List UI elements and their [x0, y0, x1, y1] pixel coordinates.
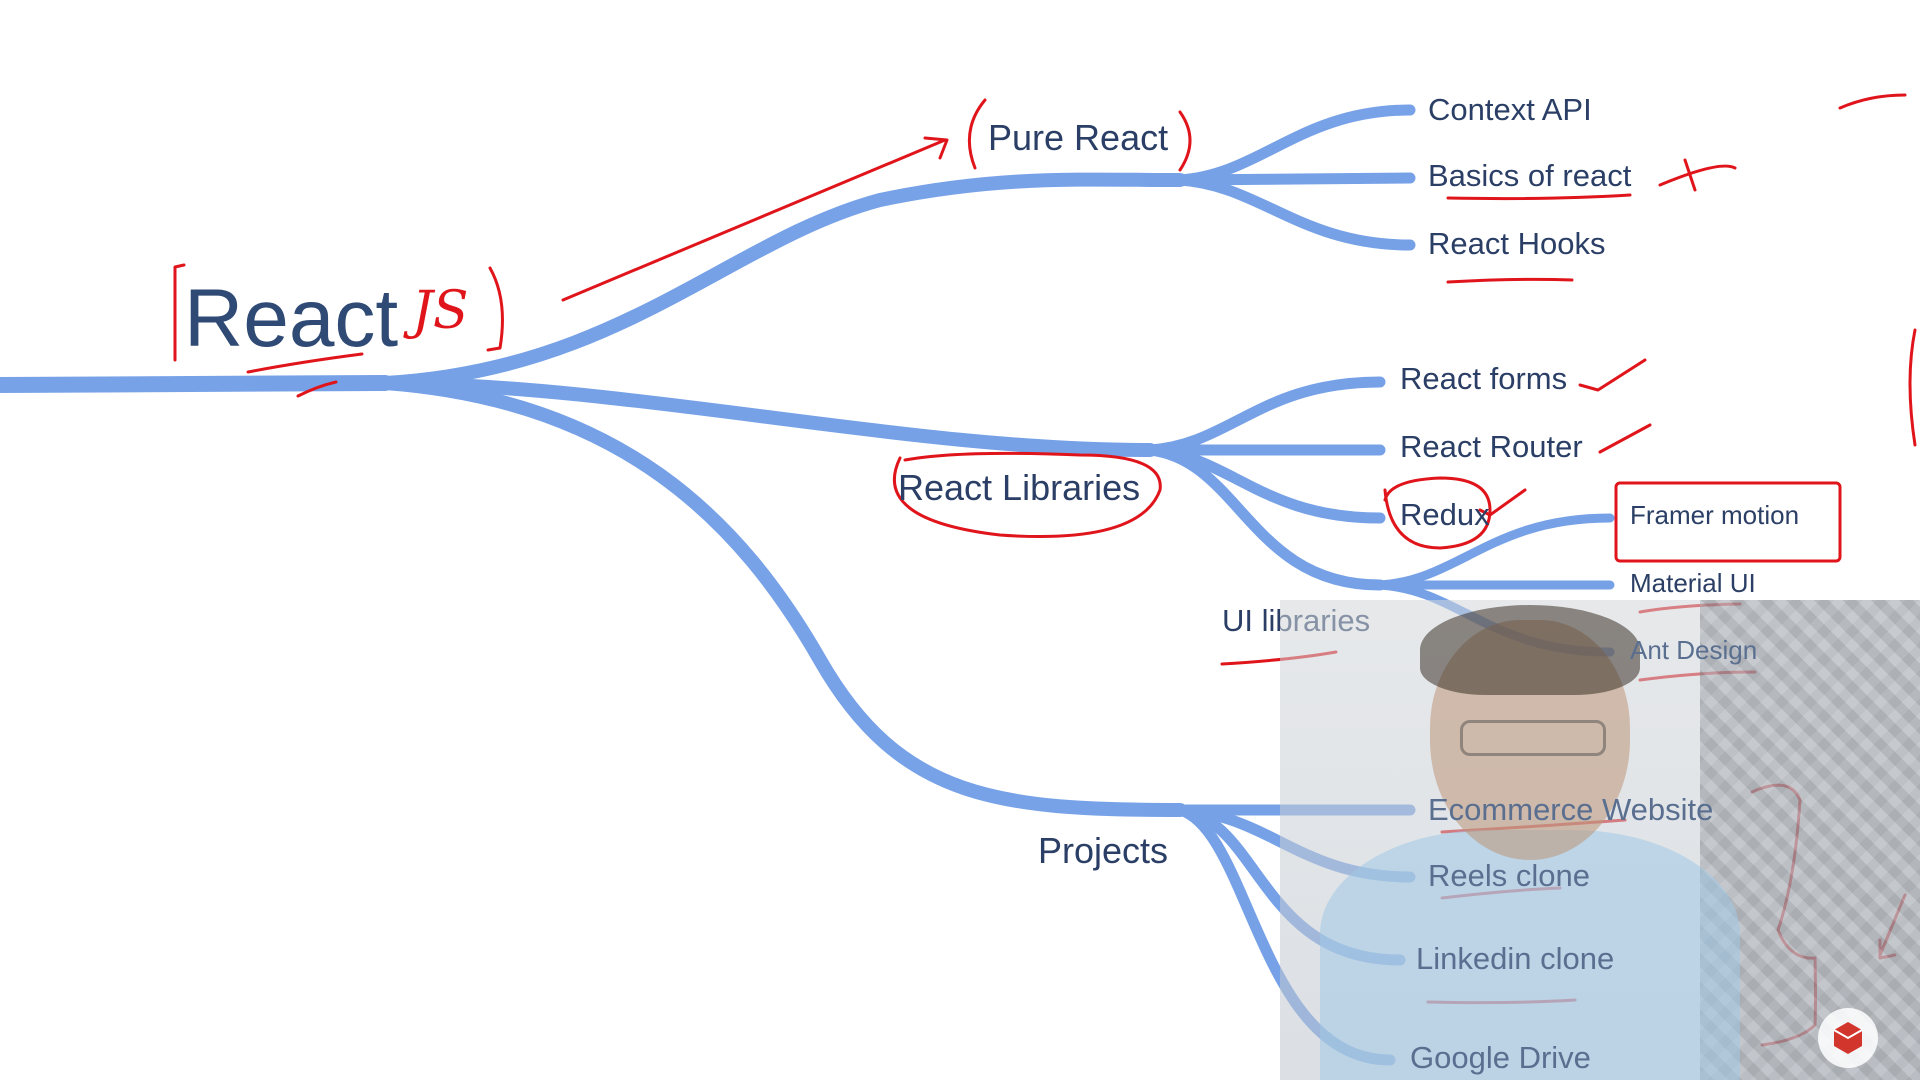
annotation-bracket-right — [1908, 328, 1917, 447]
webcam-person-hair — [1420, 605, 1640, 695]
annotation-tick-router — [1598, 423, 1652, 454]
annotation-arrow-right-top — [1838, 93, 1907, 110]
leaf-ecommerce-website[interactable]: Ecommerce Website — [1428, 792, 1714, 827]
channel-logo-icon — [1818, 1008, 1878, 1068]
branch-pure-react[interactable]: Pure React — [988, 117, 1169, 158]
leaf-basics-of-react[interactable]: Basics of react — [1428, 158, 1632, 193]
leaf-ant-design[interactable]: Ant Design — [1630, 635, 1758, 665]
leaf-react-router[interactable]: React Router — [1400, 429, 1583, 464]
edge-ui-libraries — [1144, 444, 1386, 591]
annotation-tick-forms — [1578, 358, 1647, 392]
leaf-reels-clone[interactable]: Reels clone — [1428, 858, 1590, 893]
annotation-circle-redux — [1383, 476, 1492, 550]
edge-framer-motion — [1375, 513, 1615, 590]
edge-root-projects — [378, 376, 1187, 817]
annotation-circle-libraries — [892, 451, 1162, 539]
root-annotation-js: JS — [412, 281, 469, 341]
leaf-framer-motion[interactable]: Framer motion — [1630, 500, 1800, 530]
webcam-overlay — [1280, 600, 1920, 1080]
leaf-react-forms[interactable]: React forms — [1400, 361, 1568, 396]
leaf-linkedin-clone[interactable]: Linkedin clone — [1416, 941, 1615, 976]
leaf-google-drive[interactable]: Google Drive — [1410, 1040, 1591, 1075]
branch-react-libraries[interactable]: React Libraries — [898, 467, 1141, 508]
leaf-react-hooks[interactable]: React Hooks — [1428, 226, 1606, 261]
edge-basics-of-react — [1174, 172, 1416, 186]
root-node-react[interactable]: React — [184, 273, 399, 364]
edge-context-api — [1174, 104, 1416, 186]
annotation-underline-hooks — [1446, 277, 1574, 284]
annotation-underline-basics — [1446, 193, 1632, 201]
cube-logo-icon — [1833, 1022, 1863, 1054]
leaf-redux[interactable]: Redux — [1400, 497, 1490, 532]
edge-react-hooks — [1174, 174, 1416, 251]
edge-react-forms — [1144, 376, 1386, 456]
edge-root-pure-react — [378, 172, 1187, 390]
leaf-context-api[interactable]: Context API — [1428, 92, 1592, 127]
annotation-bracket-root-close — [486, 266, 504, 352]
annotation-paren-pure-react-close — [1178, 110, 1192, 172]
leaf-material-ui[interactable]: Material UI — [1630, 568, 1756, 598]
root-trunk-line — [0, 375, 393, 393]
annotation-tick-redux — [1478, 488, 1527, 517]
edge-root-react-libraries — [378, 376, 1157, 457]
webcam-glasses — [1460, 720, 1606, 756]
annotation-tick-basics — [1658, 158, 1737, 192]
annotation-root-underline — [246, 352, 364, 374]
annotation-root-tick — [296, 380, 338, 398]
annotation-bracket-root — [173, 263, 186, 362]
webcam-person-body — [1320, 830, 1740, 1080]
annotation-box-framer — [1614, 481, 1842, 563]
branch-projects[interactable]: Projects — [1038, 830, 1169, 871]
annotation-paren-pure-react-open — [967, 98, 987, 170]
annotation-arrow-to-pure-react — [561, 136, 949, 302]
